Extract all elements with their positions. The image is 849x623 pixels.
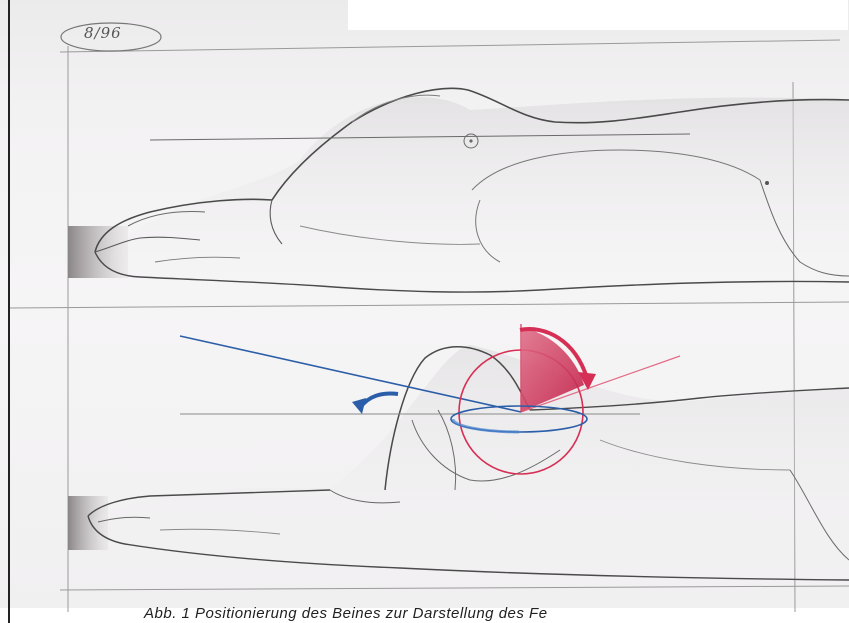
bottom-frame-line — [60, 586, 849, 590]
top-pivot-dot — [469, 139, 472, 142]
bottom-panel-leg-drawing — [68, 345, 849, 585]
blue-rotation-arrow — [360, 394, 398, 408]
top-frame-line — [60, 40, 840, 52]
leg-skin-shading — [110, 97, 849, 297]
hip-mark — [765, 181, 769, 185]
figure-caption: Abb. 1 Positionierung des Beines zur Dar… — [144, 605, 844, 622]
middle-divider-line — [10, 302, 849, 308]
top-panel-leg-drawing — [68, 88, 849, 297]
bottom-leg-skin-shading — [90, 345, 849, 585]
page-number: 8/96 — [84, 24, 122, 42]
blue-arrow-head — [352, 398, 366, 414]
